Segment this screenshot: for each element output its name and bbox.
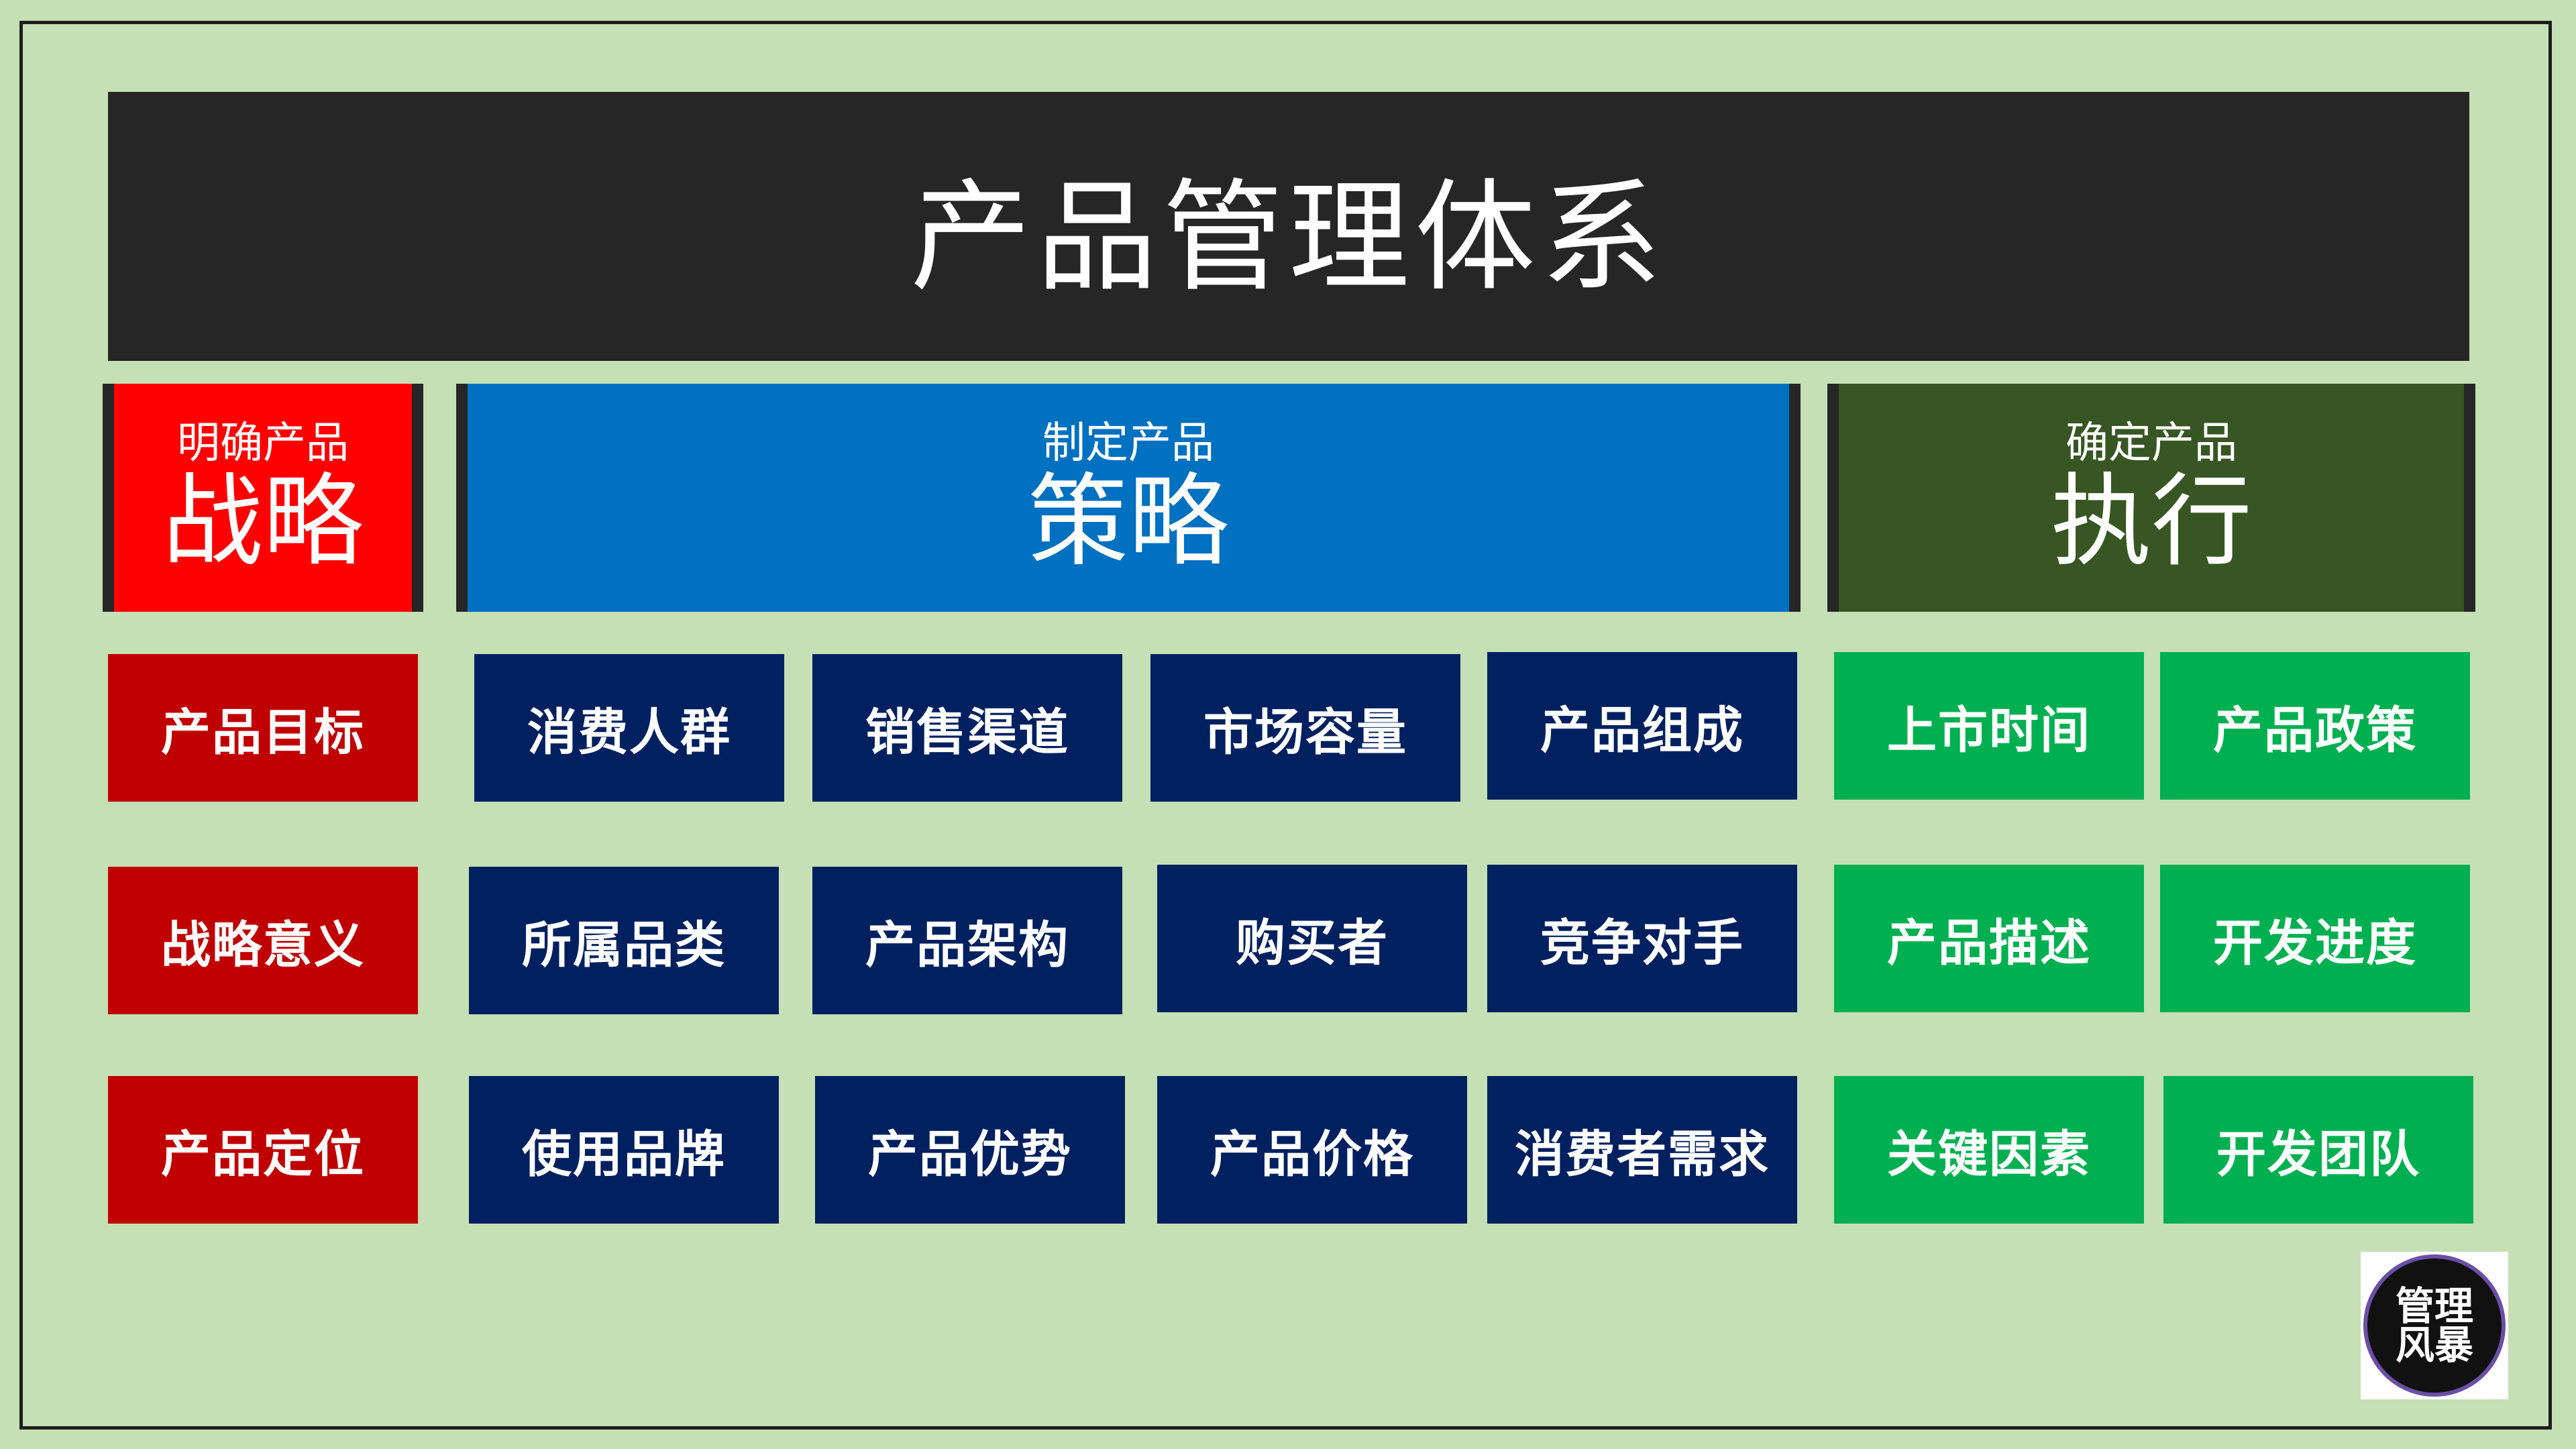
category-policy: 制定产品 策略 (456, 384, 1801, 612)
execution-item: 开发团队 (2163, 1076, 2473, 1224)
category-strategy-main: 战略 (162, 464, 364, 581)
strategy-item: 产品定位 (108, 1076, 418, 1224)
execution-item: 产品描述 (1834, 865, 2144, 1012)
policy-item: 产品组成 (1487, 652, 1797, 800)
category-execution: 确定产品 执行 (1827, 384, 2475, 612)
execution-item: 产品政策 (2160, 652, 2470, 800)
strategy-item: 产品目标 (108, 654, 418, 802)
policy-item: 消费人群 (474, 654, 784, 802)
execution-item: 开发进度 (2160, 865, 2470, 1012)
category-strategy: 明确产品 战略 (103, 384, 423, 612)
policy-item: 购买者 (1157, 865, 1467, 1012)
policy-item: 产品架构 (812, 867, 1122, 1014)
logo-text-line1: 管理 (2395, 1283, 2473, 1329)
policy-item: 市场容量 (1150, 654, 1460, 802)
slide-frame (19, 21, 2552, 1430)
strategy-item: 战略意义 (108, 867, 418, 1014)
policy-item: 产品价格 (1157, 1076, 1467, 1224)
policy-item: 使用品牌 (469, 1076, 779, 1224)
policy-item: 产品优势 (815, 1076, 1125, 1224)
execution-item: 上市时间 (1834, 652, 2144, 800)
category-policy-main: 策略 (1027, 464, 1229, 581)
policy-item: 所属品类 (469, 867, 779, 1014)
policy-item: 销售渠道 (812, 654, 1122, 802)
policy-item: 消费者需求 (1487, 1076, 1797, 1224)
logo-disc: 管理 风暴 (2367, 1258, 2502, 1393)
page-title: 产品管理体系 (108, 92, 2469, 361)
category-execution-main: 执行 (2050, 464, 2252, 581)
execution-item: 关键因素 (1834, 1076, 2144, 1224)
policy-item: 竞争对手 (1487, 865, 1797, 1012)
category-execution-sub: 确定产品 (2065, 419, 2237, 469)
brand-logo: 管理 风暴 (2361, 1252, 2508, 1399)
category-policy-sub: 制定产品 (1042, 419, 1214, 469)
category-strategy-sub: 明确产品 (177, 419, 349, 469)
logo-text-line2: 风暴 (2395, 1322, 2473, 1368)
